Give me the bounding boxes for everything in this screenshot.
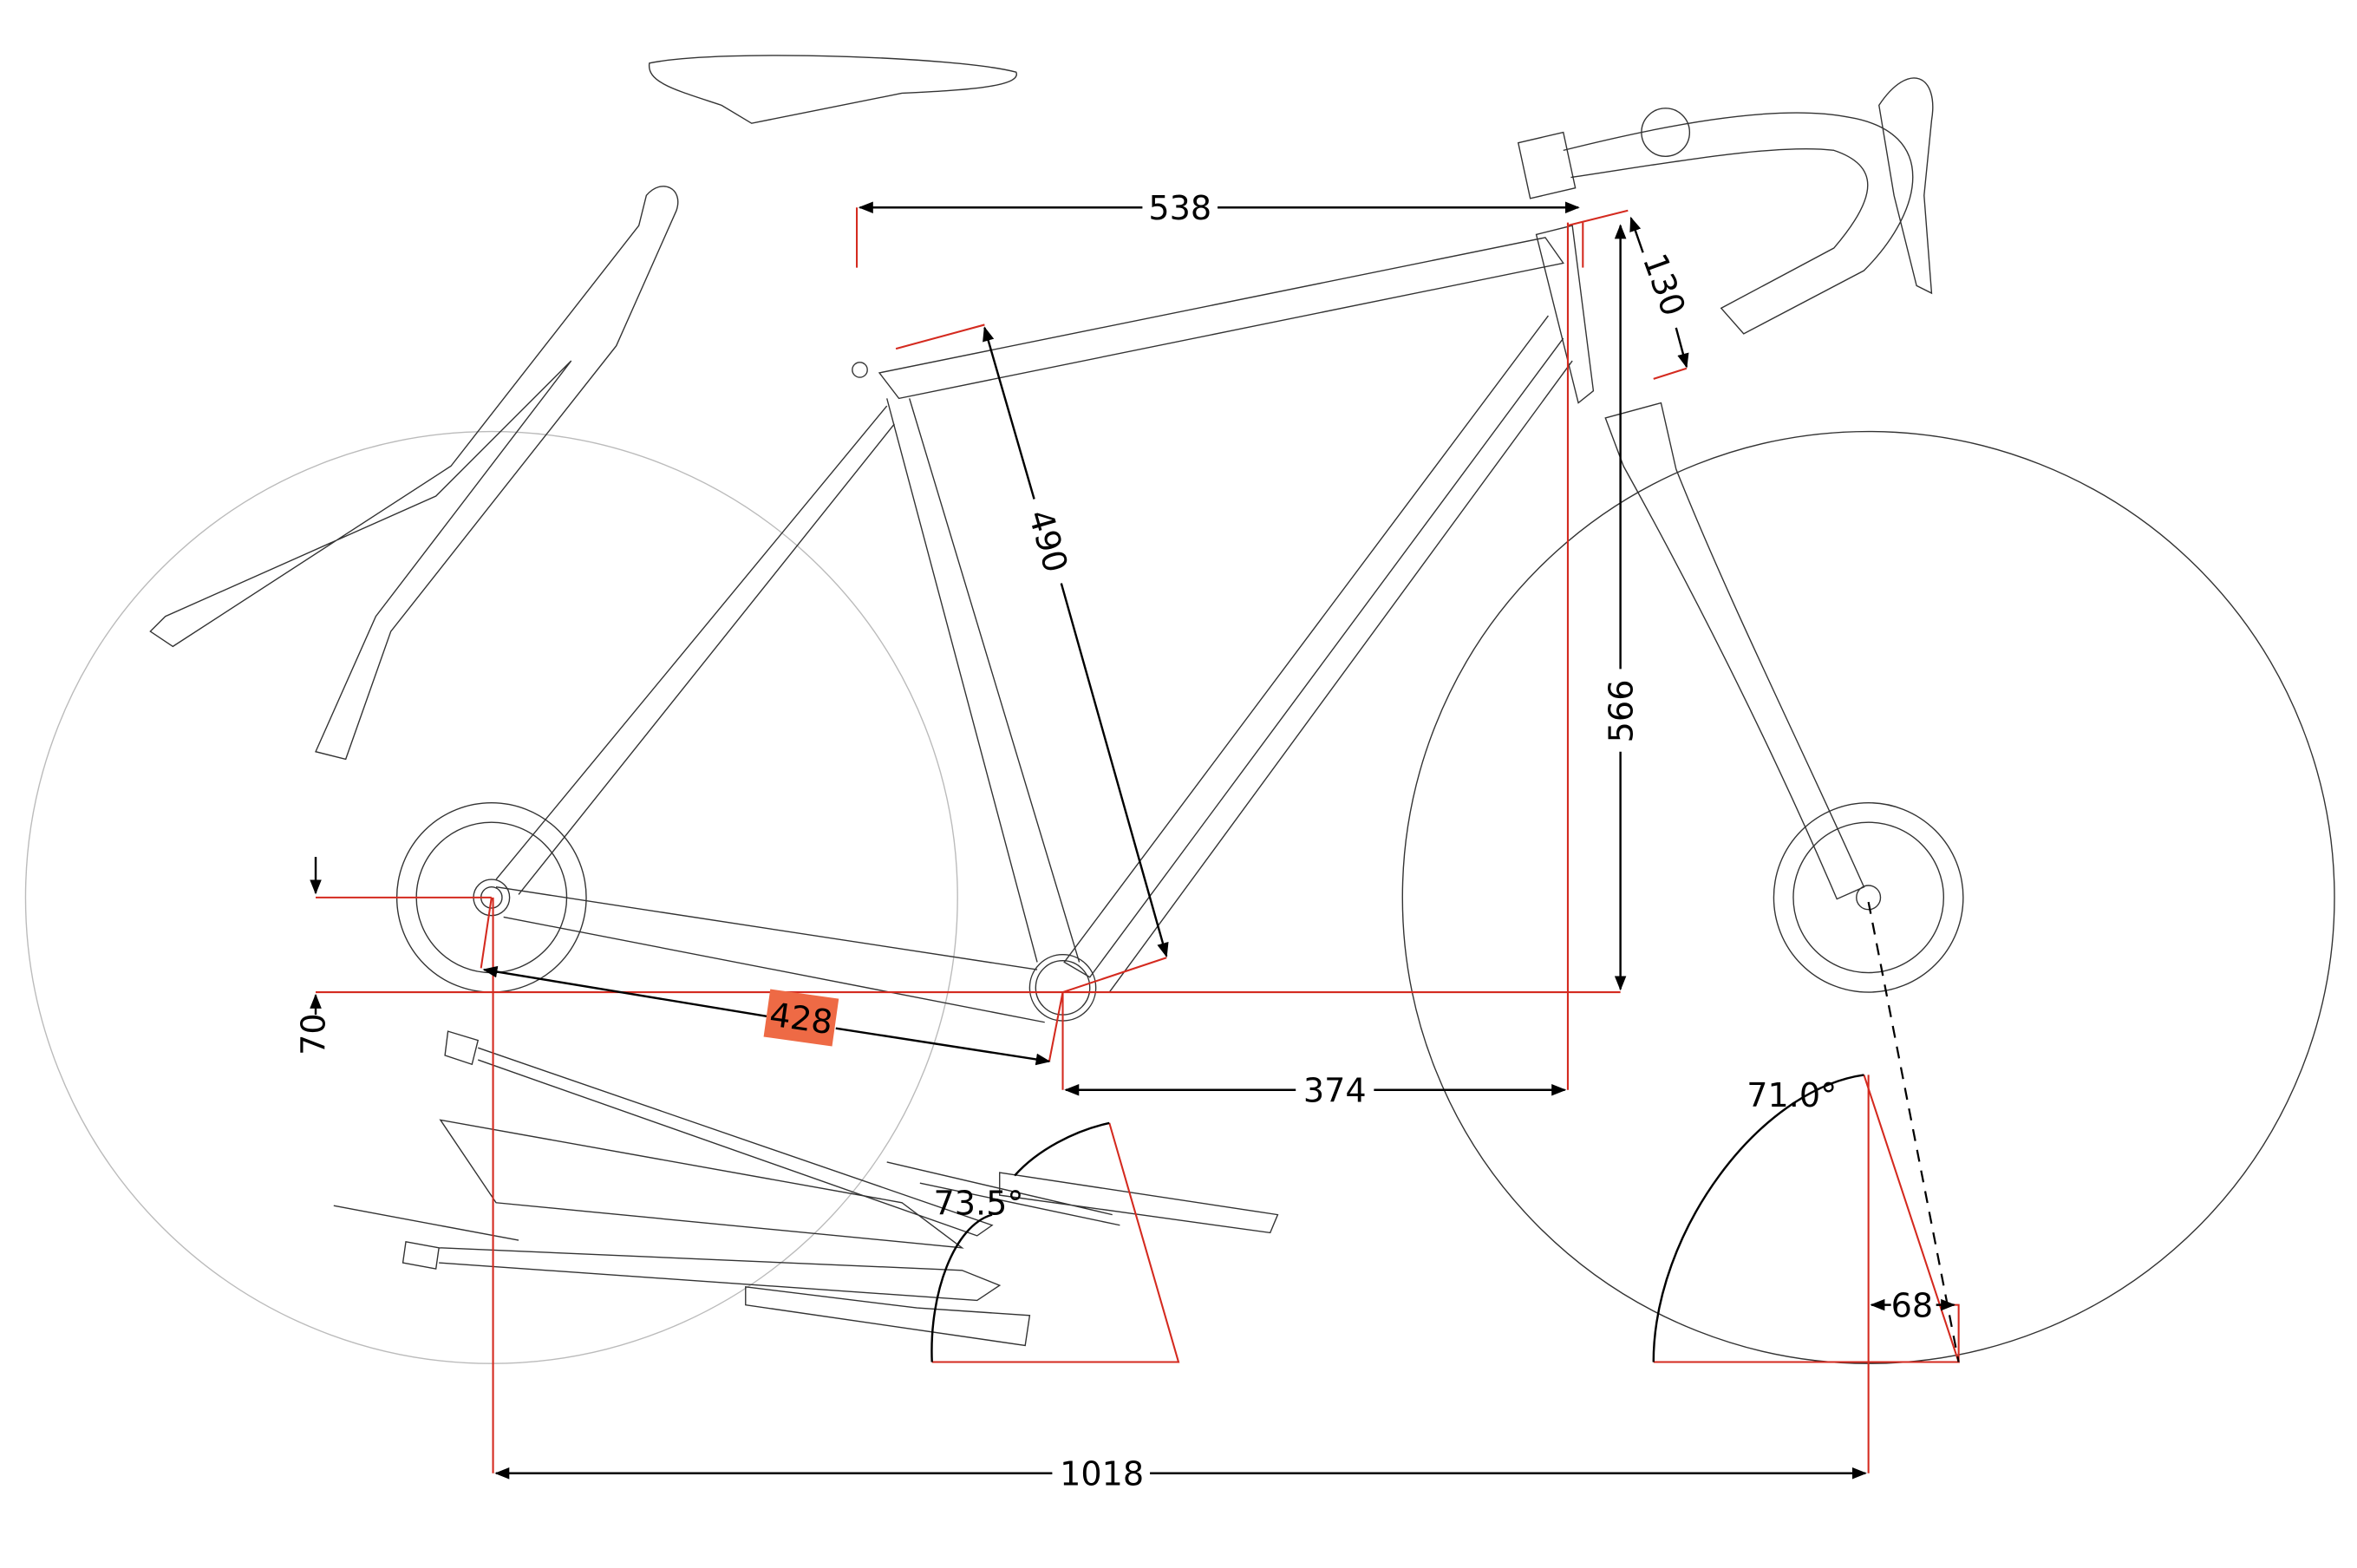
- frame: [495, 225, 1865, 1023]
- dim-label-428-highlight[interactable]: 428: [763, 989, 839, 1047]
- rear-wheel: [24, 430, 958, 1364]
- dim-label-374: 374: [1303, 1072, 1367, 1110]
- dim-label-1018: 1018: [1060, 1455, 1144, 1493]
- seatpost-exploded: [149, 186, 679, 761]
- handlebar: [1517, 112, 1914, 335]
- angle-label-head: 71.0°: [1747, 1076, 1837, 1114]
- front-disc-rotor: [1773, 801, 1964, 993]
- dim-label-68: 68: [1891, 1286, 1934, 1324]
- dim-label-130: 130: [1636, 249, 1693, 321]
- angle-label-seat: 73.5°: [933, 1185, 1023, 1223]
- dim-label-70: 70: [294, 1013, 332, 1055]
- dim-label-490: 490: [1021, 506, 1074, 577]
- exploded-parts: [333, 1030, 1279, 1347]
- shifter: [1878, 77, 1934, 295]
- dim-label-428[interactable]: 428: [767, 996, 835, 1042]
- dim-label-566: 566: [1602, 680, 1640, 743]
- dimension-lines: [310, 207, 1954, 1473]
- stem-clamp: [1641, 108, 1691, 157]
- dim-label-538: 538: [1148, 189, 1211, 227]
- saddle: [649, 55, 1017, 124]
